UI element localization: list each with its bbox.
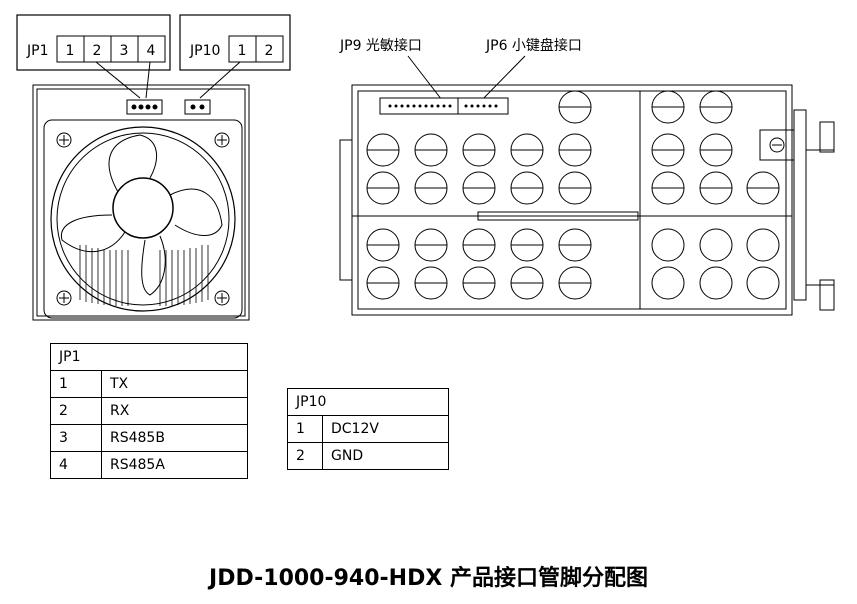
pin-number: 1 — [287, 415, 323, 443]
pin-number: 3 — [50, 424, 102, 452]
jp6-label: JP6 小键盘接口 — [485, 37, 582, 54]
jp1-pin-table: JP1 1 TX 2 RX 3 RS485B 4 RS485A — [50, 343, 248, 479]
side-leaders — [407, 55, 526, 105]
jp10-callout-label: JP10 — [189, 43, 220, 59]
pin-number: 1 — [50, 370, 102, 398]
jp1-table-header: JP1 — [50, 343, 248, 371]
pin-signal: TX — [101, 370, 248, 398]
pin-signal: RX — [101, 397, 248, 425]
table-row: 1 DC12V — [287, 415, 449, 443]
jp10-pin-table: JP10 1 DC12V 2 GND — [287, 388, 449, 470]
table-row: 2 GND — [287, 442, 449, 470]
front-view — [32, 84, 250, 321]
table-row: 1 TX — [50, 370, 248, 398]
table-row: JP10 — [287, 388, 449, 416]
jp10-pin-2: 2 — [265, 43, 274, 59]
jp1-pin-1: 1 — [66, 43, 75, 59]
jp10-callout: JP10 1 2 — [179, 14, 291, 99]
jp1-pin-2: 2 — [93, 43, 102, 59]
table-row: JP1 — [50, 343, 248, 371]
pin-number: 2 — [287, 442, 323, 470]
pin-signal: DC12V — [322, 415, 449, 443]
jp1-pin-4: 4 — [147, 43, 156, 59]
pin-signal: RS485B — [101, 424, 248, 452]
pin-signal: GND — [322, 442, 449, 470]
side-view — [339, 84, 835, 316]
diagram-caption: JDD-1000-940-HDX 产品接口管脚分配图 — [209, 566, 648, 591]
table-row: 2 RX — [50, 397, 248, 425]
jp9-label: JP9 光敏接口 — [339, 37, 422, 54]
jp1-callout: JP1 1 2 3 4 — [16, 14, 171, 99]
table-row: 4 RS485A — [50, 451, 248, 479]
jp10-table-header: JP10 — [287, 388, 449, 416]
jp1-callout-label: JP1 — [26, 43, 48, 59]
pin-number: 4 — [50, 451, 102, 479]
pin-number: 2 — [50, 397, 102, 425]
jp10-pin-1: 1 — [238, 43, 247, 59]
pin-signal: RS485A — [101, 451, 248, 479]
jp1-pin-3: 3 — [120, 43, 129, 59]
table-row: 3 RS485B — [50, 424, 248, 452]
